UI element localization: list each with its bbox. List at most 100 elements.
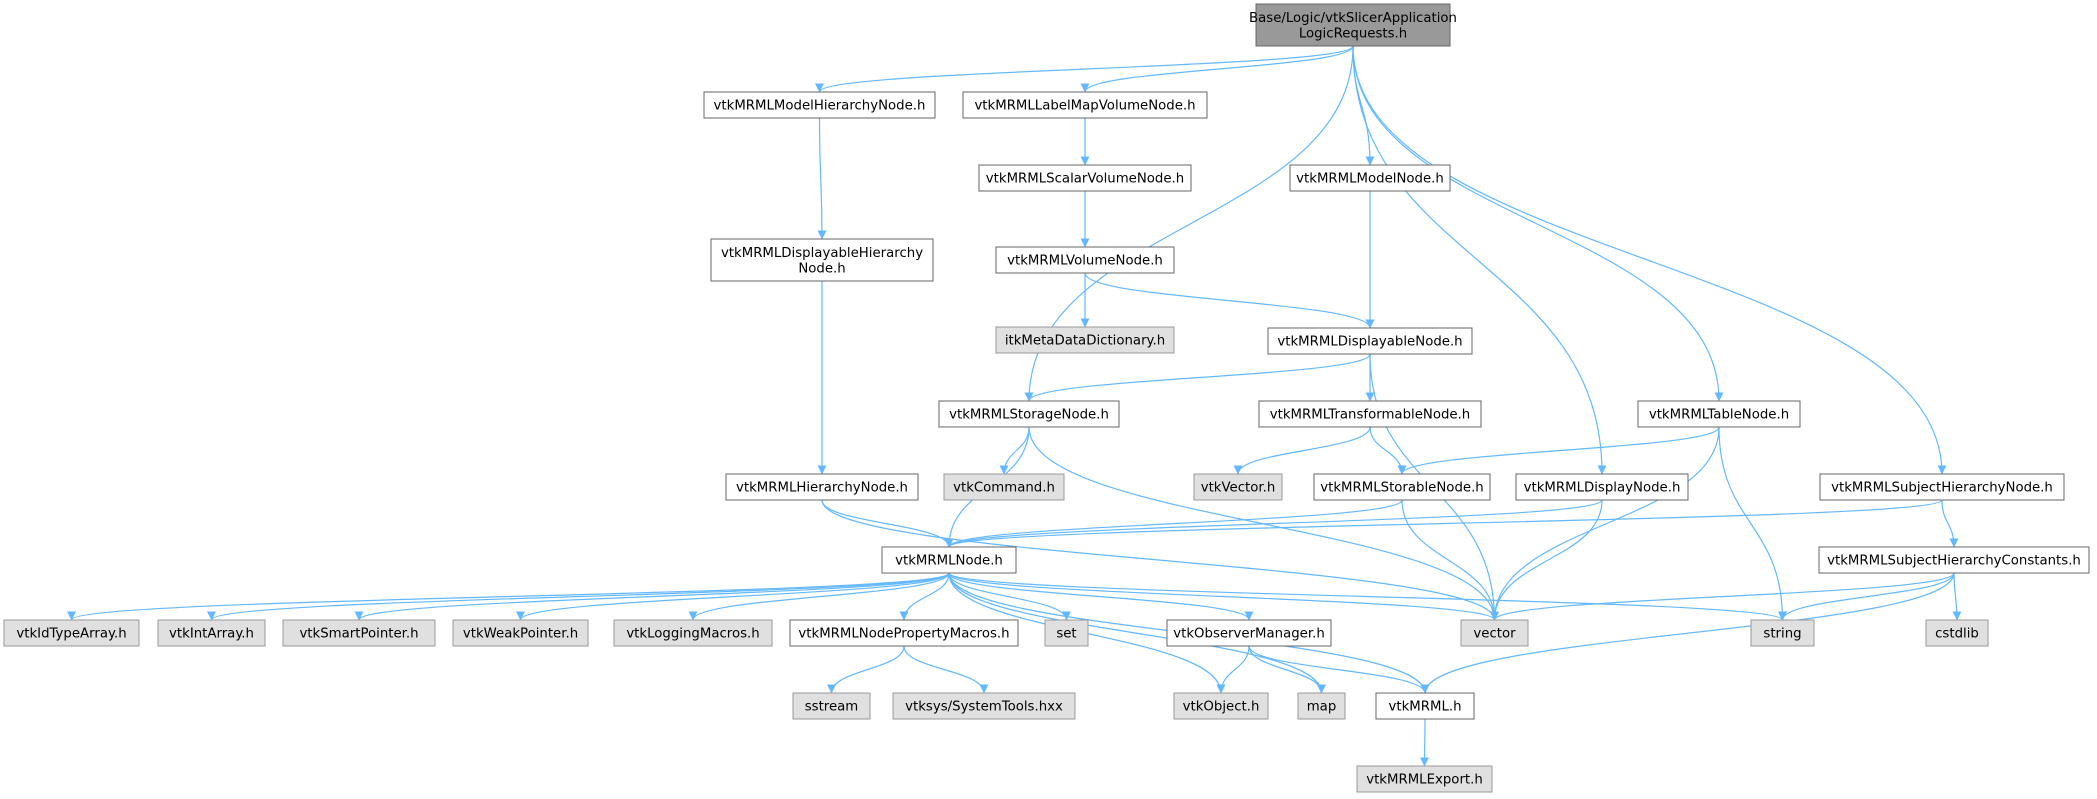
node-label: vtkMRMLDisplayNode.h [1524,481,1681,496]
node-box [881,546,1017,574]
node-vtkmrmlnodepropertymacros-h[interactable]: vtkMRMLNodePropertyMacros.h [789,619,1019,647]
node-label: map [1307,700,1337,715]
node-box [725,473,919,501]
node-label: vtkMRMLModelHierarchyNode.h [714,99,926,114]
node-base-logic-vtkslicerapplicationlogicrequests-h[interactable]: Base/Logic/vtkSlicerApplicationLogicRequ… [1249,3,1457,47]
node-box [1819,473,2065,501]
edge-table-to-storable [1397,426,1720,475]
node-label: vtkIntArray.h [169,627,254,642]
edge-root-to-subjhier [1352,45,1947,475]
node-map: map [1297,692,1346,720]
edge-hierarchy-to-mrmlnode [821,499,954,548]
node-set: set [1044,619,1089,647]
node-label: vtkMRMLNode.h [895,554,1003,569]
node-label: vtkMRMLScalarVolumeNode.h [986,172,1184,187]
edge-display-to-mrmlnode [944,499,1603,548]
node-box [943,473,1065,501]
node-vtkmrmlmodelhierarchynode-h[interactable]: vtkMRMLModelHierarchyNode.h [703,91,936,119]
node-box [995,326,1175,354]
node-label: vtkObserverManager.h [1173,627,1325,642]
node-label: vtkMRMLNodePropertyMacros.h [798,627,1009,642]
node-vtkmrmldisplayablenode-h[interactable]: vtkMRMLDisplayableNode.h [1267,327,1473,355]
node-string: string [1750,619,1815,647]
node-box [1818,546,2090,574]
edge-hierarchy-to-vector [821,499,1499,621]
edge-propmacros-to-sstream [827,645,905,694]
node-label: vtkMRMLStorageNode.h [949,408,1109,423]
node-vtkidtypearray-h: vtkIdTypeArray.h [3,619,140,647]
node-box [1356,765,1493,793]
node-box [1173,692,1269,720]
node-box [978,164,1192,192]
edge-storage-to-vtkcommand [999,426,1030,475]
node-label: vtkMRMLModelNode.h [1296,172,1444,187]
node-vtkmrml-h[interactable]: vtkMRML.h [1375,692,1475,720]
node-box [1193,473,1283,501]
node-label: vtkMRMLStorableNode.h [1320,481,1483,496]
edge-observer-to-vtkobject [1216,645,1250,694]
node-label: LogicRequests.h [1299,26,1407,41]
edge-mrmlnode-to-observer [948,572,1254,621]
node-vtkmrmlnode-h[interactable]: vtkMRMLNode.h [881,546,1017,574]
node-box [1313,473,1491,501]
node-vtkintarray-h: vtkIntArray.h [157,619,266,647]
edge-root-to-labelmap [1080,45,1354,93]
node-label: vtkObject.h [1183,700,1260,715]
node-box [1289,164,1451,192]
edge-mrmlnode-to-string [948,572,1787,621]
node-label: string [1763,627,1801,642]
edge-mrmlnode-to-intarray [207,572,950,621]
node-vector: vector [1460,619,1529,647]
edge-table-to-vector [1490,426,1720,621]
node-box [1515,473,1689,501]
node-vtkmrmltablenode-h[interactable]: vtkMRMLTableNode.h [1637,400,1801,428]
node-label: Node.h [798,261,845,276]
node-vtksmartpointer-h: vtkSmartPointer.h [282,619,436,647]
node-box [1258,400,1482,428]
node-vtkmrmlsubjecthierarchyconstants-h[interactable]: vtkMRMLSubjectHierarchyConstants.h [1818,546,2090,574]
node-box [1750,619,1815,647]
edge-storable-to-mrmlnode [944,499,1403,548]
node-label: vtkWeakPointer.h [463,627,578,642]
node-cstdlib: cstdlib [1925,619,1989,647]
node-box [1267,327,1473,355]
edge-root-to-table [1352,45,1724,402]
node-vtkmrmlstorablenode-h[interactable]: vtkMRMLStorableNode.h [1313,473,1491,501]
edge-mrmlnode-to-smartptr [354,572,950,621]
node-box [1255,3,1451,47]
node-box [710,238,934,282]
node-label: vtksys/SystemTools.hxx [905,700,1063,715]
node-vtkmrmlhierarchynode-h[interactable]: vtkMRMLHierarchyNode.h [725,473,919,501]
nodes-layer: Base/Logic/vtkSlicerApplicationLogicRequ… [3,3,2090,793]
edge-root-to-modelhier [815,45,1354,93]
node-label: vtkMRMLTransformableNode.h [1270,408,1471,423]
edge-table-to-string [1718,426,1787,621]
node-label: vtkIdTypeArray.h [16,627,126,642]
node-vtkmrmltransformablenode-h[interactable]: vtkMRMLTransformableNode.h [1258,400,1482,428]
node-vtkmrmllabelmapvolumenode-h[interactable]: vtkMRMLLabelMapVolumeNode.h [962,91,1208,119]
node-label: vtkMRMLSubjectHierarchyNode.h [1831,481,2053,496]
node-vtkmrmldisplaynode-h[interactable]: vtkMRMLDisplayNode.h [1515,473,1689,501]
node-vtkmrmlstoragenode-h[interactable]: vtkMRMLStorageNode.h [938,400,1120,428]
node-vtkobservermanager-h[interactable]: vtkObserverManager.h [1166,619,1332,647]
edge-subjhier-to-mrmlnode [944,499,1943,548]
node-box [1925,619,1989,647]
node-sstream: sstream [792,692,871,720]
node-vtkmrmlvolumenode-h[interactable]: vtkMRMLVolumeNode.h [995,246,1175,274]
node-label: vtkMRMLLabelMapVolumeNode.h [974,99,1195,114]
node-box [452,619,589,647]
node-vtkmrmlmodelnode-h[interactable]: vtkMRMLModelNode.h [1289,164,1451,192]
node-label: vtkMRMLDisplayableHierarchy [721,246,923,261]
node-label: itkMetaDataDictionary.h [1005,334,1165,349]
edge-root-to-display [1352,45,1607,475]
node-box [892,692,1076,720]
edge-mrmlnode-to-weakptr [516,572,950,621]
edge-modelhier-to-disphier [817,117,827,240]
edge-subjconst-to-vtkmrml [1420,572,1955,694]
node-vtkmrmlscalarvolumenode-h[interactable]: vtkMRMLScalarVolumeNode.h [978,164,1192,192]
edge-mrmlnode-to-vector [948,572,1499,621]
node-box [1166,619,1332,647]
node-vtkmrmlsubjecthierarchynode-h[interactable]: vtkMRMLSubjectHierarchyNode.h [1819,473,2065,501]
